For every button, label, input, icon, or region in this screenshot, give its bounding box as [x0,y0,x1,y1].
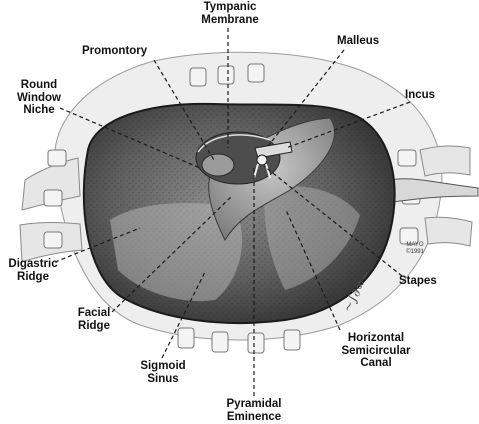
label-line: Pyramidal [226,398,282,410]
label-horizontal-semicircular-canal: Horizontal Semicircular Canal [336,332,416,370]
label-line: Niche [23,104,55,116]
leader-horizontal-canal [285,209,341,331]
label-line: Facial [77,307,111,319]
label-line: Membrane [201,13,259,26]
label-tympanic-membrane: Tympanic Membrane [196,1,264,26]
label-promontory: Promontory [82,45,147,58]
label-line: Window [17,91,61,104]
label-line: Ridge [17,270,49,283]
label-line: Stapes [399,275,437,287]
label-line: Tympanic [203,1,257,13]
leader-digastric-ridge [54,227,141,263]
leader-incus [285,101,411,149]
label-stapes: Stapes [399,275,437,288]
label-sigmoid-sinus: Sigmoid Sinus [132,360,194,385]
label-line: Canal [360,357,392,369]
label-incus: Incus [405,89,435,102]
label-round-window-niche: Round Window Niche [10,79,68,117]
mayo-watermark: MAYO ©1991 [400,242,430,256]
label-line: Ridge [78,319,110,332]
label-line: Malleus [337,35,380,47]
label-line: Sinus [147,372,179,385]
label-malleus: Malleus [337,35,379,48]
label-line: Incus [405,89,436,101]
label-line: Digastric [8,258,58,270]
watermark-line: MAYO [406,242,424,248]
label-facial-ridge: Facial Ridge [68,307,120,332]
mastoid-cavity [82,102,396,324]
watermark-line: ©1991 [406,249,424,255]
label-line: Eminence [226,410,282,423]
leader-stapes [263,165,403,277]
label-line: Horizontal [347,332,405,344]
label-line: Round [20,79,58,91]
leader-sigmoid-sinus [161,271,206,359]
leader-lines [54,28,411,396]
label-line: Sigmoid [140,360,186,372]
label-digastric-ridge: Digastric Ridge [0,258,66,283]
leader-round-window [59,107,201,169]
leader-promontory [153,59,215,161]
label-line: Semicircular [341,344,411,357]
label-pyramidal-eminence: Pyramidal Eminence [218,398,290,423]
label-line: Promontory [82,45,148,57]
